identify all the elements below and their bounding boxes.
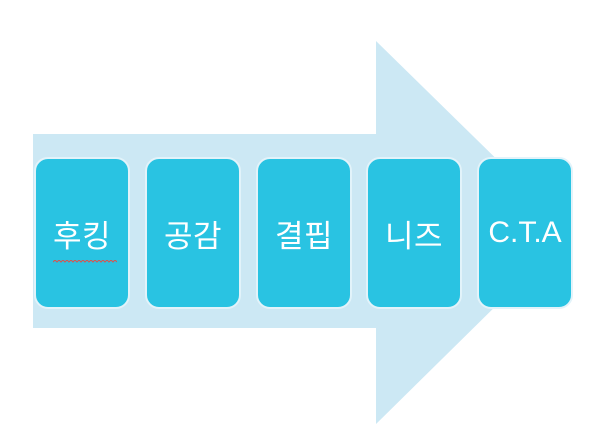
step-box-needs: 니즈 [366,157,462,309]
step-label-cta: C.T.A [488,216,562,249]
step-box-deficiency: 결핍 [256,157,352,309]
spellcheck-underline [52,259,117,263]
step-box-cta: C.T.A [477,157,573,309]
step-label-needs: 니즈 [384,218,444,255]
step-label-empathy: 공감 [163,218,223,255]
step-label-hooking: 후킹 [52,211,117,263]
step-label-deficiency: 결핍 [274,218,334,255]
step-box-hooking: 후킹 [34,157,130,309]
step-label-hooking-text: 후킹 [52,218,112,255]
step-box-empathy: 공감 [145,157,241,309]
